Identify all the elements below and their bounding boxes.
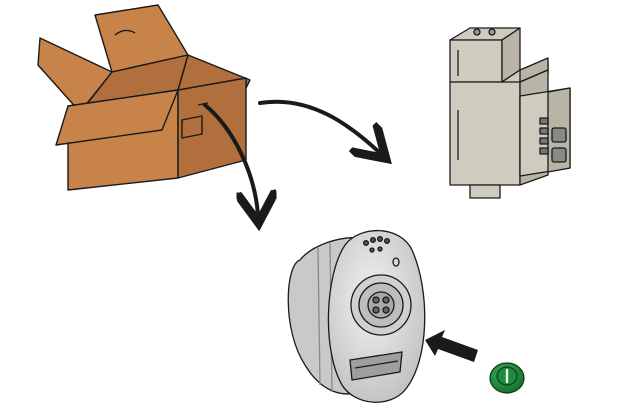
arrow-to-sensor bbox=[203, 103, 258, 215]
cardboard-box-icon bbox=[37, 4, 251, 191]
arrow-to-module bbox=[258, 99, 380, 153]
insert-arrow bbox=[425, 330, 478, 362]
arrows bbox=[203, 99, 478, 362]
green-cap-icon bbox=[489, 362, 525, 394]
sensor-head-icon bbox=[287, 229, 426, 403]
din-rail-module-icon bbox=[449, 27, 571, 199]
